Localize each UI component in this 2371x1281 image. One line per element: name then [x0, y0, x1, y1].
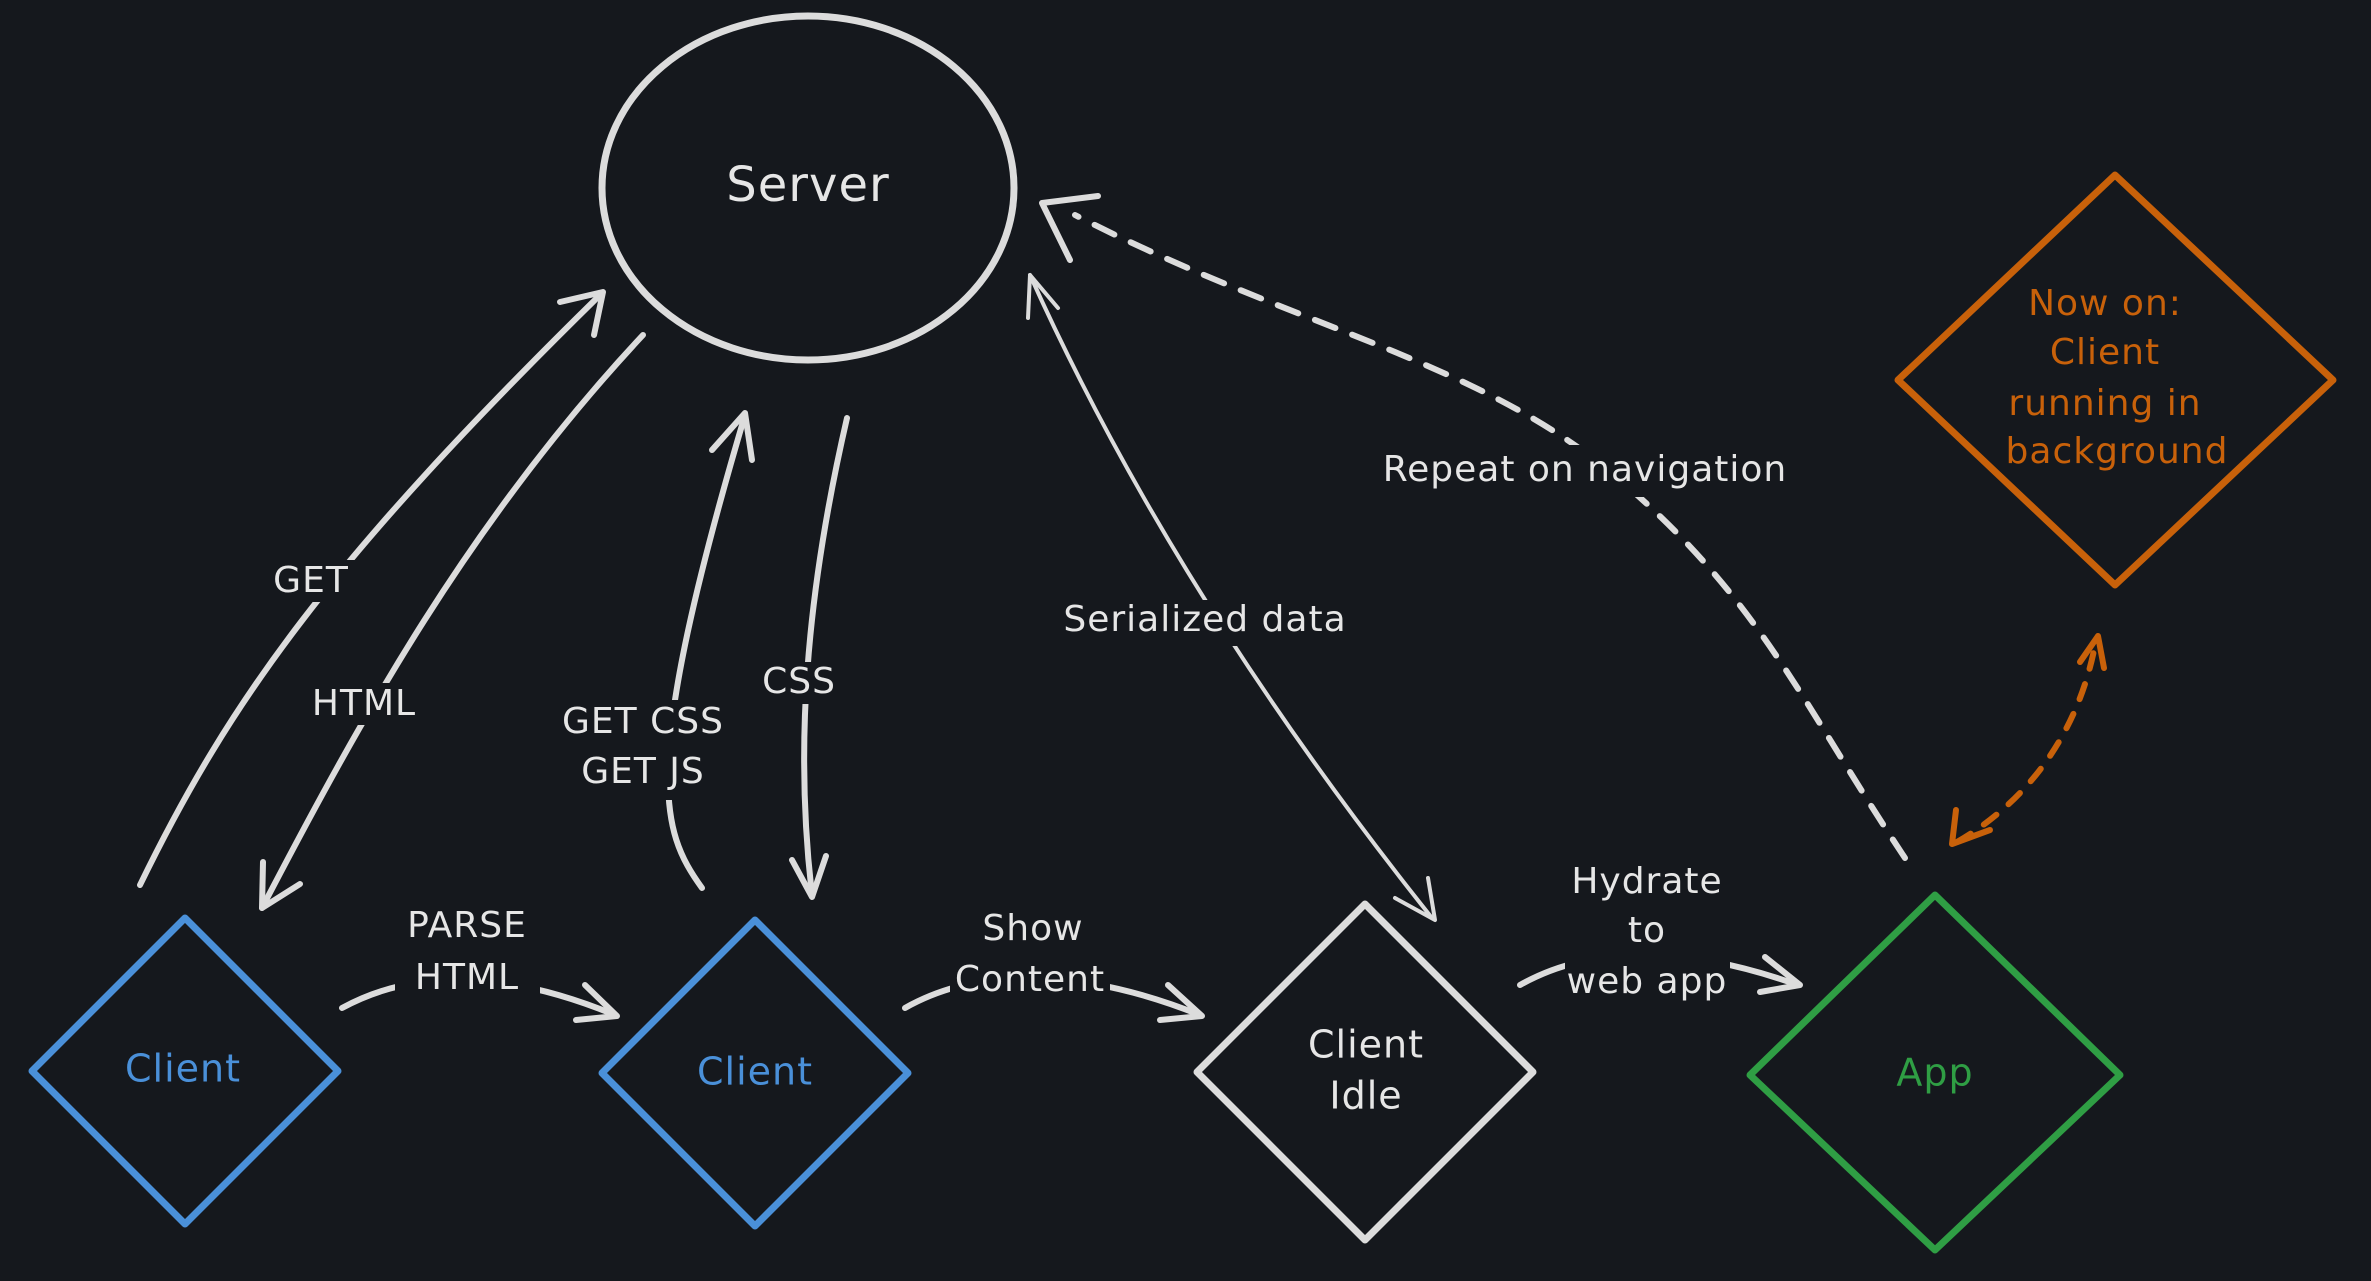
web-app-label: web app [1567, 961, 1728, 1002]
server-node [598, 12, 1018, 364]
parse-html-arrowhead [573, 982, 620, 1023]
server-label: Server [726, 157, 889, 213]
note-line-2: Client [2050, 332, 2160, 373]
get-js-label: GET JS [581, 751, 705, 792]
background-link-arrow [1954, 637, 2099, 845]
background-note-node [1894, 171, 2337, 589]
client-1-label: Client [125, 1047, 241, 1091]
note-line-3: running in [2008, 383, 2201, 424]
background-link-arrowhead-top [2077, 633, 2107, 671]
show-content-arrowhead [1157, 982, 1205, 1023]
note-line-1: Now on: [2028, 283, 2182, 324]
app-label: App [1896, 1051, 1973, 1095]
client-2-node [598, 916, 912, 1230]
repeat-navigation-arrowhead [1039, 193, 1101, 263]
show-label: Show [982, 908, 1083, 949]
get-label: GET [273, 560, 349, 601]
background-link-arrowhead-bottom [1949, 807, 1993, 847]
serialized-data-label: Serialized data [1063, 599, 1346, 640]
content-label: Content [955, 959, 1105, 1000]
serialized-data-arrowhead-bottom [1393, 876, 1437, 922]
client-idle-label-line-1: Client [1308, 1023, 1424, 1067]
html-label: HTML [312, 683, 416, 724]
hydrate-arrowhead [1757, 954, 1803, 995]
hydrate-label: Hydrate [1571, 861, 1722, 902]
client-idle-node [1193, 900, 1537, 1244]
parse-label: PARSE [407, 905, 527, 946]
repeat-navigation-label: Repeat on navigation [1383, 449, 1788, 490]
note-line-4: background [2006, 431, 2229, 472]
css-arrowhead [789, 853, 829, 900]
get-css-js-arrowhead [709, 410, 755, 463]
serialized-data-arrow [1028, 273, 1434, 920]
get-arrow [137, 292, 603, 888]
parse-html-label: HTML [415, 957, 519, 998]
get-css-label: GET CSS [562, 701, 724, 742]
client-2-label: Client [697, 1050, 813, 1094]
app-node [1746, 891, 2124, 1254]
get-arrowhead [557, 289, 606, 338]
to-label: to [1628, 910, 1666, 951]
css-arrow [801, 415, 850, 898]
get-css-js-arrow [665, 412, 748, 891]
client-1-node [28, 914, 342, 1228]
html-arrow [259, 332, 646, 911]
repeat-navigation-arrow [1072, 212, 1908, 861]
client-idle-label-line-2: Idle [1329, 1074, 1402, 1118]
serialized-data-arrowhead-top [1026, 273, 1060, 320]
html-arrowhead [259, 859, 303, 911]
css-label: CSS [762, 661, 836, 702]
